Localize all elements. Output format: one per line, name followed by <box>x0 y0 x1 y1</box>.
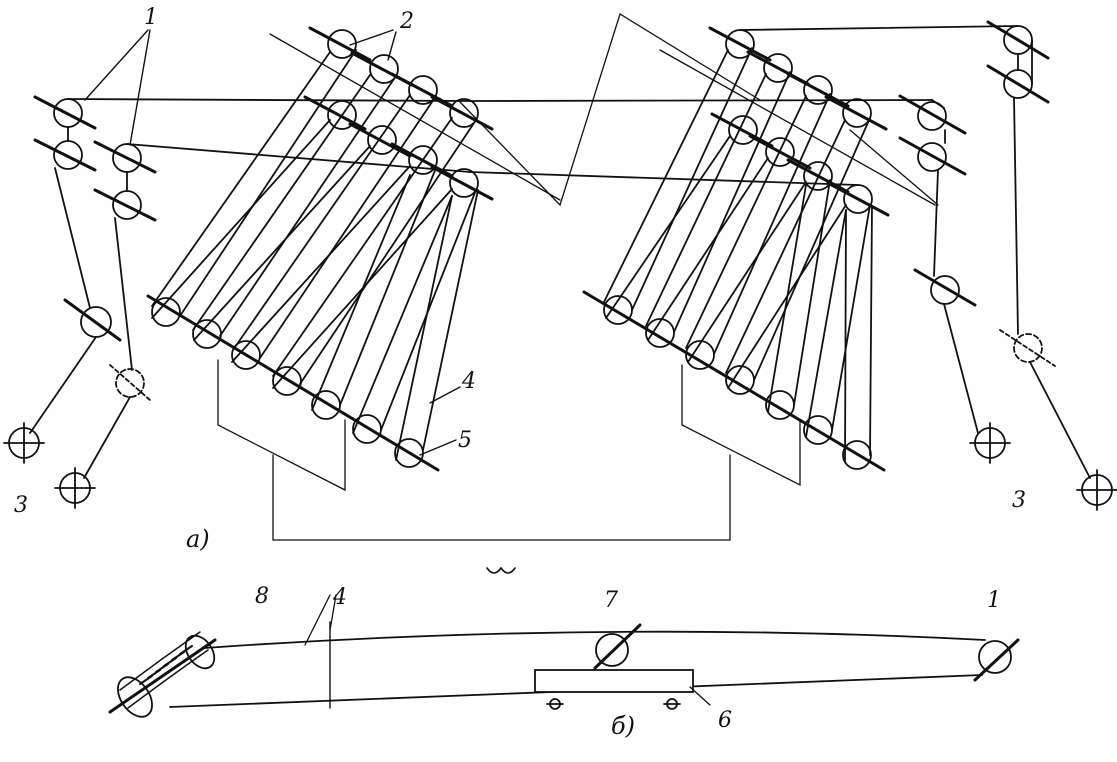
spring-icon <box>108 631 217 718</box>
heater-icon <box>486 566 516 574</box>
subfigure-b-label: б) <box>611 712 635 740</box>
label-4-bottom: 4 <box>332 585 347 610</box>
label-1-left: 1 <box>144 5 158 30</box>
label-7: 7 <box>604 588 618 613</box>
guide-rollers-left <box>33 95 157 222</box>
lower-roller-bank-right <box>582 290 886 472</box>
subfigure-a-label: а) <box>186 525 210 553</box>
bobbins-left <box>3 422 96 509</box>
label-3-left: 3 <box>14 493 28 518</box>
label-6: 6 <box>718 708 732 733</box>
label-3-right: 3 <box>1012 488 1026 513</box>
upper-roller-bank-right <box>708 26 890 217</box>
upper-roller-bank-left <box>303 26 494 201</box>
left-assembly <box>3 26 731 541</box>
label-2: 2 <box>399 9 414 34</box>
label-1-bottom: 1 <box>987 588 1001 613</box>
right-assembly <box>469 20 1117 511</box>
lower-roller-bank-left <box>146 294 440 472</box>
label-4-top: 4 <box>461 369 476 394</box>
label-5: 5 <box>458 428 472 453</box>
tension-assembly <box>108 594 1020 718</box>
label-8: 8 <box>255 584 269 609</box>
bobbins-right <box>969 422 1117 511</box>
